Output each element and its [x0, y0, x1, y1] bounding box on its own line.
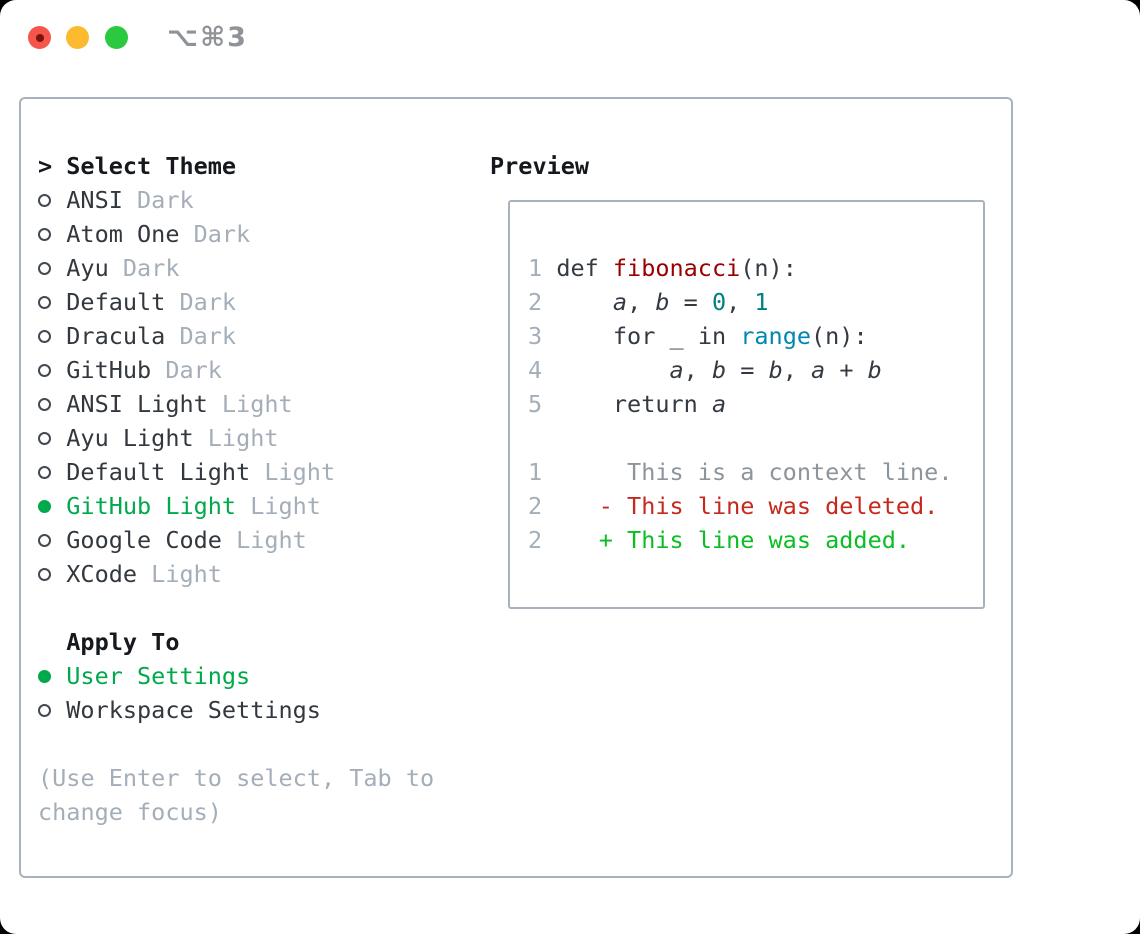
- window-title: ⌥⌘3: [167, 22, 248, 53]
- preview-box: 1 def fibonacci(n): 2 a, b = 0, 1 3 for _ …: [508, 200, 985, 609]
- line-number: 1: [528, 254, 543, 282]
- radio-icon: [38, 567, 66, 581]
- item-variant-label: Dark: [108, 254, 180, 282]
- focus-chevron-icon: >: [38, 152, 53, 180]
- theme-item-atom-one[interactable]: Atom One Dark: [38, 217, 434, 251]
- apply-to-header: Apply To: [38, 625, 434, 659]
- hint-line-1: (Use Enter to select, Tab to: [38, 764, 435, 792]
- line-number: 2: [528, 288, 543, 316]
- zoom-button[interactable]: [105, 26, 128, 49]
- code-line: 3 for _ in range(n):: [528, 322, 868, 350]
- theme-picker-panel: [19, 97, 1013, 878]
- item-label: GitHub: [66, 356, 152, 384]
- preview-lines: 1 def fibonacci(n): 2 a, b = 0, 1 3 for _ …: [528, 251, 983, 557]
- item-label: GitHub Light: [66, 492, 237, 520]
- spacer: [38, 591, 434, 625]
- hint-line-2: change focus): [38, 798, 222, 826]
- minimize-button[interactable]: [66, 26, 89, 49]
- radio-icon: [38, 533, 66, 547]
- theme-item-ayu-light[interactable]: Ayu Light Light: [38, 421, 434, 455]
- apply-option-workspace-settings[interactable]: Workspace Settings: [38, 693, 434, 727]
- item-variant-label: Dark: [122, 186, 194, 214]
- line-number: 1: [528, 458, 543, 486]
- theme-item-github[interactable]: GitHub Dark: [38, 353, 434, 387]
- line-number: 4: [528, 356, 543, 384]
- item-label: Ayu Light: [66, 424, 194, 452]
- code-line: 1 def fibonacci(n):: [528, 254, 797, 282]
- radio-icon: [38, 261, 66, 275]
- item-variant-label: Light: [236, 492, 321, 520]
- line-number: 3: [528, 322, 543, 350]
- code-line: 2 a, b = 0, 1: [528, 288, 769, 316]
- item-variant-label: Light: [250, 458, 336, 486]
- radio-selected-icon: [38, 669, 66, 683]
- apply-option-user-settings[interactable]: User Settings: [38, 659, 434, 693]
- item-label: ANSI: [66, 186, 123, 214]
- theme-item-ansi[interactable]: ANSI Dark: [38, 183, 434, 217]
- radio-icon: [38, 431, 66, 445]
- radio-selected-icon: [38, 499, 66, 513]
- radio-icon: [38, 465, 66, 479]
- item-label: User Settings: [66, 662, 251, 690]
- radio-icon: [38, 703, 66, 717]
- item-variant-label: Light: [137, 560, 222, 588]
- radio-icon: [38, 397, 66, 411]
- radio-icon: [38, 193, 66, 207]
- line-number: 2: [528, 492, 543, 520]
- radio-icon: [38, 329, 66, 343]
- theme-item-default[interactable]: Default Dark: [38, 285, 434, 319]
- item-variant-label: Dark: [165, 322, 237, 350]
- theme-item-ansi-light[interactable]: ANSI Light Light: [38, 387, 434, 421]
- item-label: Default: [66, 288, 166, 316]
- item-variant-label: Dark: [151, 356, 222, 384]
- item-label: XCode: [66, 560, 138, 588]
- diff-line: 2 - This line was deleted.: [528, 492, 939, 520]
- spacer: [38, 727, 434, 761]
- item-variant-label: Light: [221, 526, 307, 554]
- diff-line: 2 + This line was added.: [528, 526, 911, 554]
- modified-dot-icon: [35, 33, 44, 42]
- theme-item-github-light[interactable]: GitHub Light Light: [38, 489, 434, 523]
- blank-line: [528, 421, 983, 455]
- item-label: Workspace Settings: [66, 696, 321, 724]
- theme-item-ayu[interactable]: Ayu Dark: [38, 251, 434, 285]
- item-label: Ayu: [66, 254, 109, 282]
- item-label: Atom One: [66, 220, 180, 248]
- item-variant-label: Light: [207, 390, 293, 418]
- select-theme-label: Select Theme: [66, 152, 237, 180]
- radio-icon: [38, 295, 66, 309]
- item-label: Default Light: [66, 458, 251, 486]
- line-number: 5: [528, 390, 543, 418]
- item-variant-label: Light: [193, 424, 279, 452]
- line-number: 2: [528, 526, 543, 554]
- theme-item-dracula[interactable]: Dracula Dark: [38, 319, 434, 353]
- preview-title: Preview: [490, 152, 590, 180]
- radio-icon: [38, 363, 66, 377]
- diff-line: 1 This is a context line.: [528, 458, 953, 486]
- select-theme-header: > Select Theme: [38, 149, 434, 183]
- item-variant-label: Dark: [179, 220, 251, 248]
- radio-icon: [38, 227, 66, 241]
- apply-to-label: Apply To: [66, 628, 180, 656]
- item-variant-label: Dark: [165, 288, 237, 316]
- item-label: Dracula: [66, 322, 166, 350]
- item-label: Google Code: [66, 526, 222, 554]
- theme-item-google-code[interactable]: Google Code Light: [38, 523, 434, 557]
- close-button[interactable]: [28, 26, 51, 49]
- theme-item-default-light[interactable]: Default Light Light: [38, 455, 434, 489]
- item-label: ANSI Light: [66, 390, 208, 418]
- code-line: 4 a, b = b, a + b: [528, 356, 882, 384]
- code-line: 5 return a: [528, 390, 727, 418]
- theme-item-xcode[interactable]: XCode Light: [38, 557, 434, 591]
